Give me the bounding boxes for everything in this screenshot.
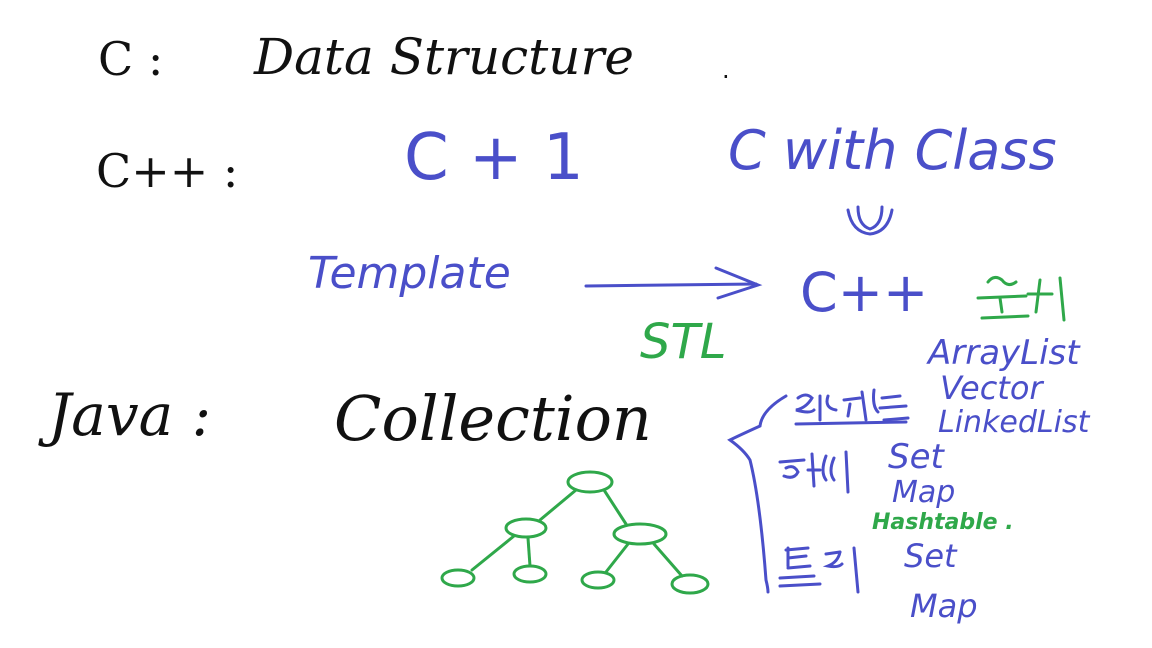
left-brace-icon [727, 394, 788, 594]
tree-category-label [778, 546, 860, 594]
java-collection-text: Collection [334, 382, 652, 455]
tree-right-node [612, 522, 668, 546]
hash-category-label [778, 450, 850, 494]
cpp-label: C++ : [96, 144, 239, 198]
java-label: Java : [48, 381, 212, 449]
list-item-hash-map: Map [892, 475, 956, 510]
c-with-class-text: C with Class [728, 119, 1057, 182]
c-data-structure-text: Data Structure [254, 28, 634, 86]
tree-leaf-node [512, 564, 548, 584]
cpp-text: C++ [800, 261, 929, 324]
tree-leaf-node [670, 573, 710, 595]
tree-diagram [440, 470, 710, 595]
tree-leaf-node [580, 570, 616, 590]
c-plus-one-text: C + 1 [404, 121, 584, 195]
list-item-hashtable: Hashtable . [872, 510, 1014, 535]
list-item-tree-map: Map [910, 587, 978, 625]
double-down-arrow-icon [846, 205, 894, 236]
sequence-korean-label [976, 275, 1066, 322]
right-arrow-icon [584, 266, 763, 300]
tree-left-node [504, 517, 548, 539]
list-item-linkedlist: LinkedList [938, 405, 1090, 440]
list-item-arraylist: ArrayList [928, 333, 1080, 373]
list-item-tree-set: Set [904, 537, 957, 575]
sequence-category-label [794, 388, 910, 426]
c-label: C : [98, 32, 164, 86]
c-line-dot: . [722, 56, 730, 84]
list-item-vector: Vector [940, 369, 1043, 407]
tree-leaf-node [440, 568, 476, 588]
list-item-hash-set: Set [888, 437, 944, 477]
stl-text: STL [640, 314, 727, 370]
tree-root-node [566, 470, 614, 494]
template-text: Template [308, 248, 511, 299]
